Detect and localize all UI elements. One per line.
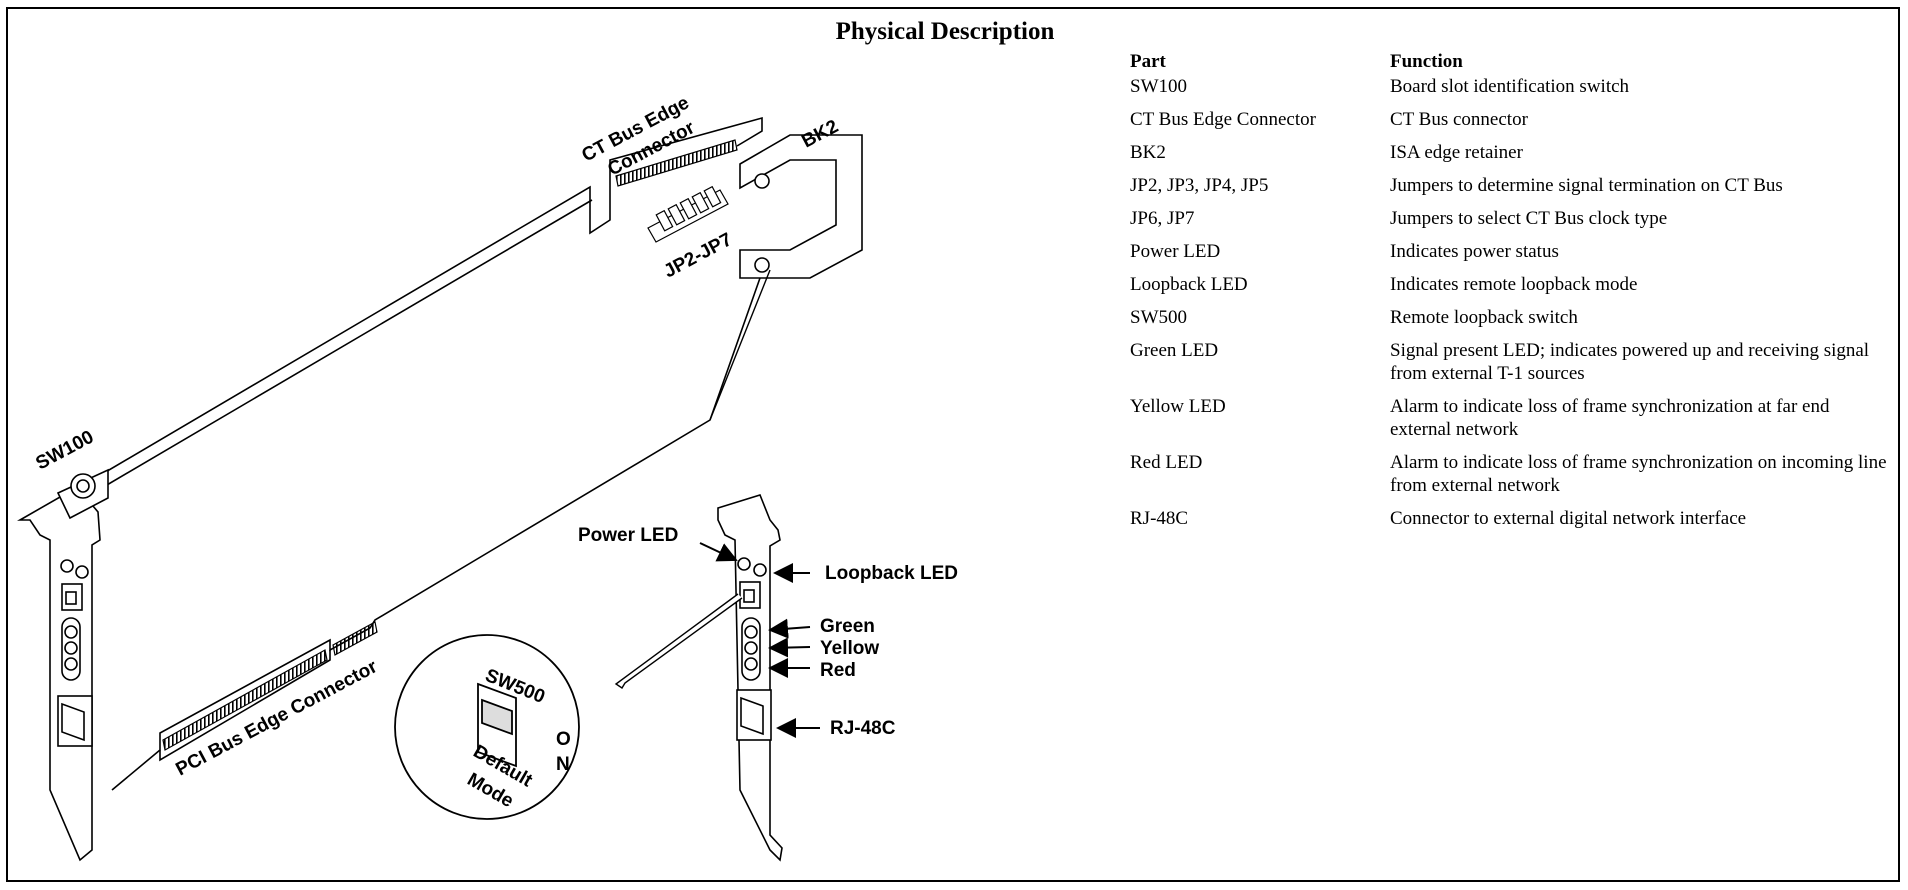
function-cell: Alarm to indicate loss of frame synchron… — [1390, 396, 1830, 440]
magnifier-pointer — [614, 593, 743, 689]
part-cell: JP6, JP7 — [1130, 208, 1195, 229]
header-part: Part — [1130, 51, 1166, 72]
table-row: Power LED Indicates power status — [1130, 240, 1890, 263]
table-row: CT Bus Edge Connector CT Bus connector — [1130, 108, 1890, 131]
parts-table: Part Function SW100 Board slot identifica… — [1130, 50, 1890, 540]
label-loopback-led: Loopback LED — [825, 563, 958, 584]
label-sw100: SW100 — [32, 427, 97, 475]
table-header: Part Function — [1130, 50, 1890, 73]
function-cell: Jumpers to select CT Bus clock type — [1390, 208, 1668, 229]
table-row: JP2, JP3, JP4, JP5 Jumpers to determine s… — [1130, 174, 1890, 197]
function-cell: Indicates remote loopback mode — [1390, 274, 1638, 295]
table-row: JP6, JP7 Jumpers to select CT Bus clock t… — [1130, 207, 1890, 230]
function-cell: Signal present LED; indicates powered up… — [1390, 340, 1870, 384]
left-bracket — [17, 468, 109, 862]
label-rj48c: RJ-48C — [830, 718, 896, 739]
table-row: SW100 Board slot identification switch — [1130, 75, 1890, 98]
part-cell: SW100 — [1130, 76, 1187, 97]
part-cell: Green LED — [1130, 340, 1219, 361]
callout-arrows — [699, 542, 820, 738]
label-on-n: N — [556, 754, 570, 775]
label-yellow: Yellow — [820, 638, 879, 659]
part-cell: RJ-48C — [1130, 508, 1189, 529]
table-row: Loopback LED Indicates remote loopback mo… — [1130, 273, 1890, 296]
function-cell: Indicates power status — [1390, 241, 1559, 262]
pci-bus-edge-connector — [162, 621, 378, 751]
bk2-retainer — [739, 134, 863, 279]
function-cell: Jumpers to determine signal termination … — [1390, 175, 1783, 196]
function-cell: ISA edge retainer — [1390, 142, 1523, 163]
function-cell: Alarm to indicate loss of frame synchron… — [1390, 452, 1887, 496]
bk2-retainer-line — [709, 269, 771, 421]
right-bracket — [717, 494, 783, 862]
label-power-led: Power LED — [578, 525, 678, 546]
board-diagram: CT Bus Edge Connector BK2 JP2-JP7 SW100 … — [17, 92, 958, 862]
card-outline — [91, 116, 763, 791]
part-cell: Yellow LED — [1130, 396, 1226, 417]
function-cell: Connector to external digital network in… — [1390, 508, 1747, 529]
table-row: Yellow LED Alarm to indicate loss of fram… — [1130, 395, 1890, 441]
table-row: Green LED Signal present LED; indicates p… — [1130, 339, 1890, 385]
label-green: Green — [820, 616, 875, 637]
part-cell: Loopback LED — [1130, 274, 1248, 295]
sw500-magnifier — [394, 634, 580, 820]
part-cell: BK2 — [1130, 142, 1166, 163]
label-jp2-jp7: JP2-JP7 — [660, 229, 735, 282]
function-cell: Remote loopback switch — [1390, 307, 1578, 328]
function-cell: CT Bus connector — [1390, 109, 1528, 130]
header-function: Function — [1390, 51, 1463, 72]
label-on-o: O — [556, 729, 571, 750]
page-title: Physical Description — [835, 18, 1055, 45]
part-cell: Power LED — [1130, 241, 1221, 262]
part-cell: JP2, JP3, JP4, JP5 — [1130, 175, 1269, 196]
ct-bus-edge-connector — [615, 139, 738, 187]
table-row: Red LED Alarm to indicate loss of frame s… — [1130, 451, 1890, 497]
page-frame — [6, 7, 1900, 882]
table-row: RJ-48C Connector to external digital netw… — [1130, 507, 1890, 530]
table-row: BK2 ISA edge retainer — [1130, 141, 1890, 164]
part-cell: Red LED — [1130, 452, 1203, 473]
part-cell: SW500 — [1130, 307, 1187, 328]
table-row: SW500 Remote loopback switch — [1130, 306, 1890, 329]
part-cell: CT Bus Edge Connector — [1130, 109, 1316, 130]
jumper-block — [647, 185, 729, 243]
label-red: Red — [820, 660, 856, 681]
function-cell: Board slot identification switch — [1390, 76, 1630, 97]
